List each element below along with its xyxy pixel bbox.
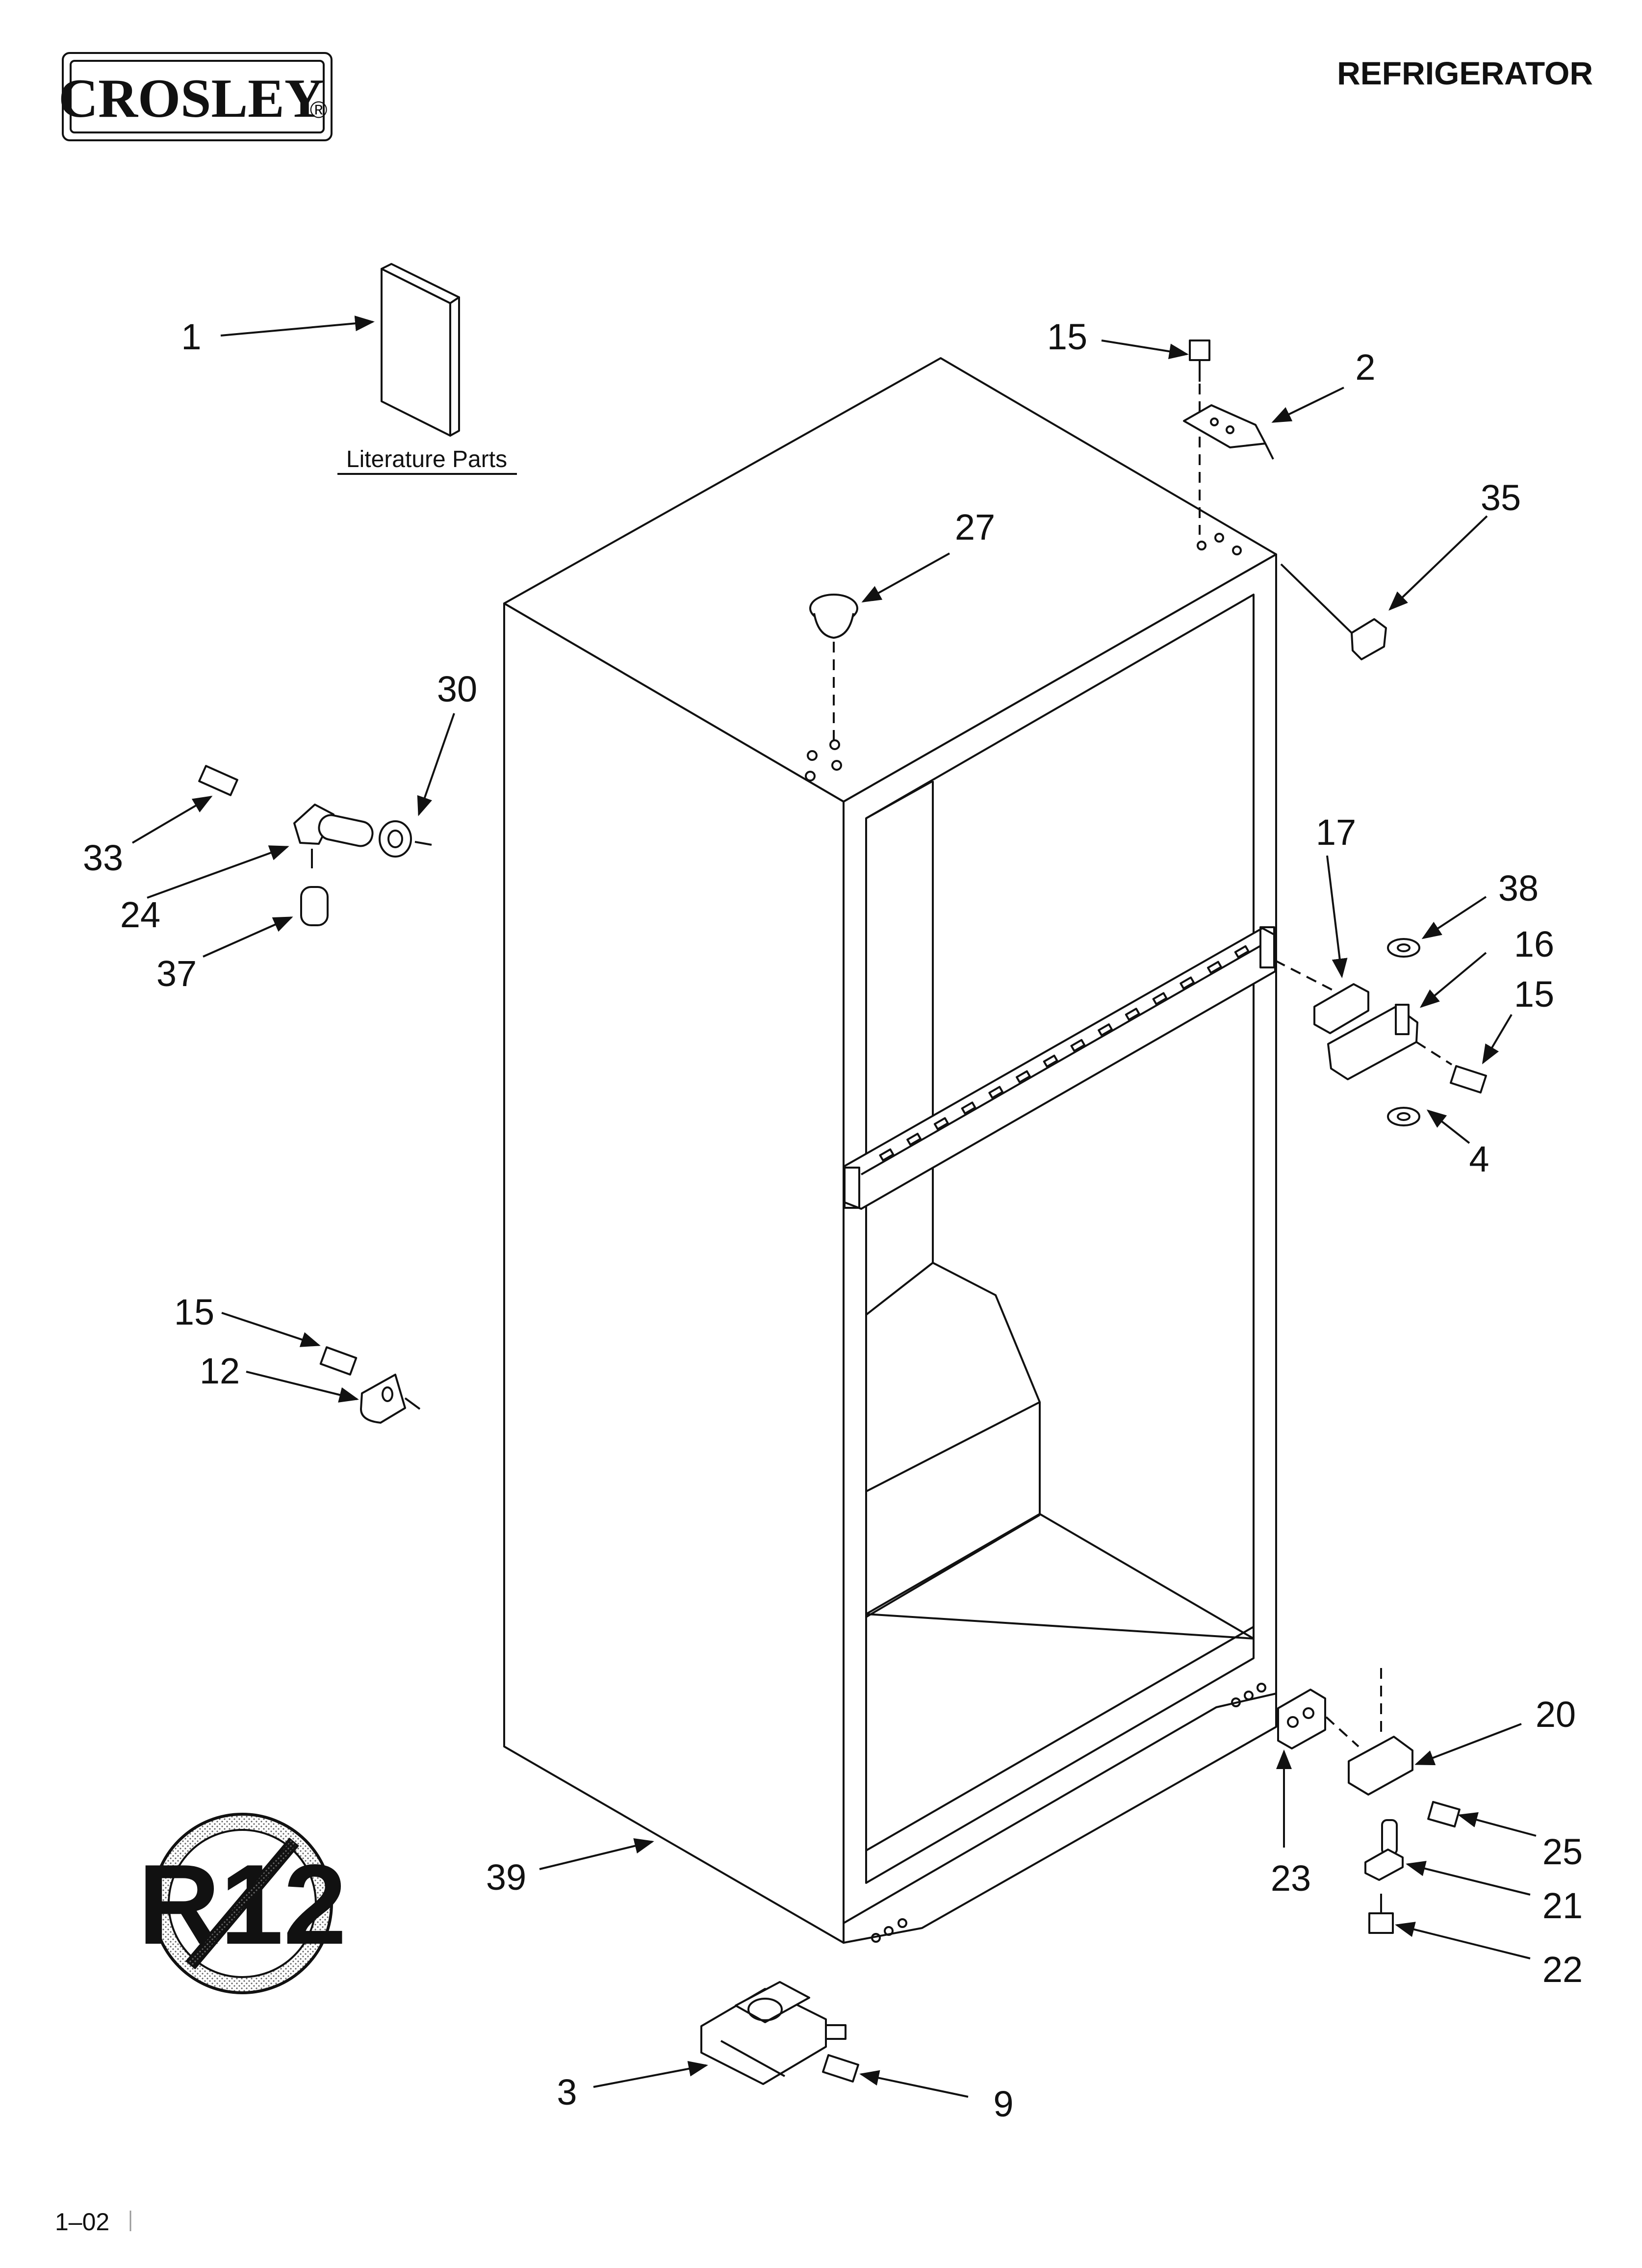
callout-15-top: 15 [1047,316,1087,357]
callout-16: 16 [1514,924,1554,965]
rail-slot [1207,961,1222,974]
callout-38: 38 [1498,868,1539,909]
rail-slot [1180,976,1195,990]
callout-24: 24 [120,894,160,935]
top-plug [809,594,858,741]
literature-booklet [381,263,460,437]
rail-slot [1234,945,1250,959]
callout-33: 33 [83,837,123,878]
callout-23: 23 [1271,1858,1311,1899]
rail-slot [1043,1054,1058,1068]
callout-12: 12 [200,1351,240,1391]
top-hinge-screw [1189,339,1210,535]
rail-slot [961,1101,976,1115]
top-hinge-plate [1183,404,1274,460]
literature-label: Literature Parts [346,446,507,472]
brand-name: CROSLEY [58,68,324,129]
callout-39: 39 [486,1857,526,1898]
callout-1: 1 [181,316,201,357]
rail-slot [1016,1070,1031,1083]
rail-slot [1152,992,1168,1005]
callout-25: 25 [1542,1831,1583,1872]
rail-slot [1125,1008,1140,1021]
rail-slot [1070,1039,1086,1052]
rail-slot [906,1133,922,1146]
callout-3: 3 [557,2072,577,2112]
page-title: REFRIGERATOR [1337,55,1593,91]
mullion-rail [843,926,1276,1210]
callout-17: 17 [1316,812,1356,853]
door-stop [319,1346,421,1424]
callout-numbers: 1 15 2 35 27 30 33 24 37 17 38 16 15 4 1… [83,316,1583,2124]
bottom-hinge-assembly [1277,1668,1461,1934]
callout-9: 9 [993,2084,1013,2124]
callout-30: 30 [437,669,477,709]
callout-22: 22 [1542,1949,1583,1990]
registered-mark: ® [310,97,327,123]
callout-2: 2 [1355,347,1375,388]
revision-code: 1–02 [55,2208,109,2236]
rail-slot [933,1117,949,1130]
crosley-logo: CROSLEY ® [58,52,333,141]
callout-15-left: 15 [174,1292,214,1332]
rail-slot [1098,1023,1113,1037]
leader-lines [131,315,1537,2098]
center-hinge-assembly [1275,938,1487,1126]
callout-27: 27 [955,507,995,547]
refrigerator-cabinet [503,357,1277,1944]
hinge-cover-cap [1280,563,1387,660]
callout-37: 37 [156,953,197,994]
callout-20: 20 [1536,1694,1576,1735]
leveling-roller [700,1981,859,2085]
left-hinge-assembly [198,765,432,926]
callout-4: 4 [1469,1139,1489,1179]
callout-21: 21 [1542,1885,1583,1926]
callout-35: 35 [1481,477,1521,518]
rail-slot [879,1148,895,1162]
r12-free-badge: R12 [138,1813,347,1994]
rail-slot [988,1086,1004,1099]
callout-15-center: 15 [1514,974,1554,1015]
